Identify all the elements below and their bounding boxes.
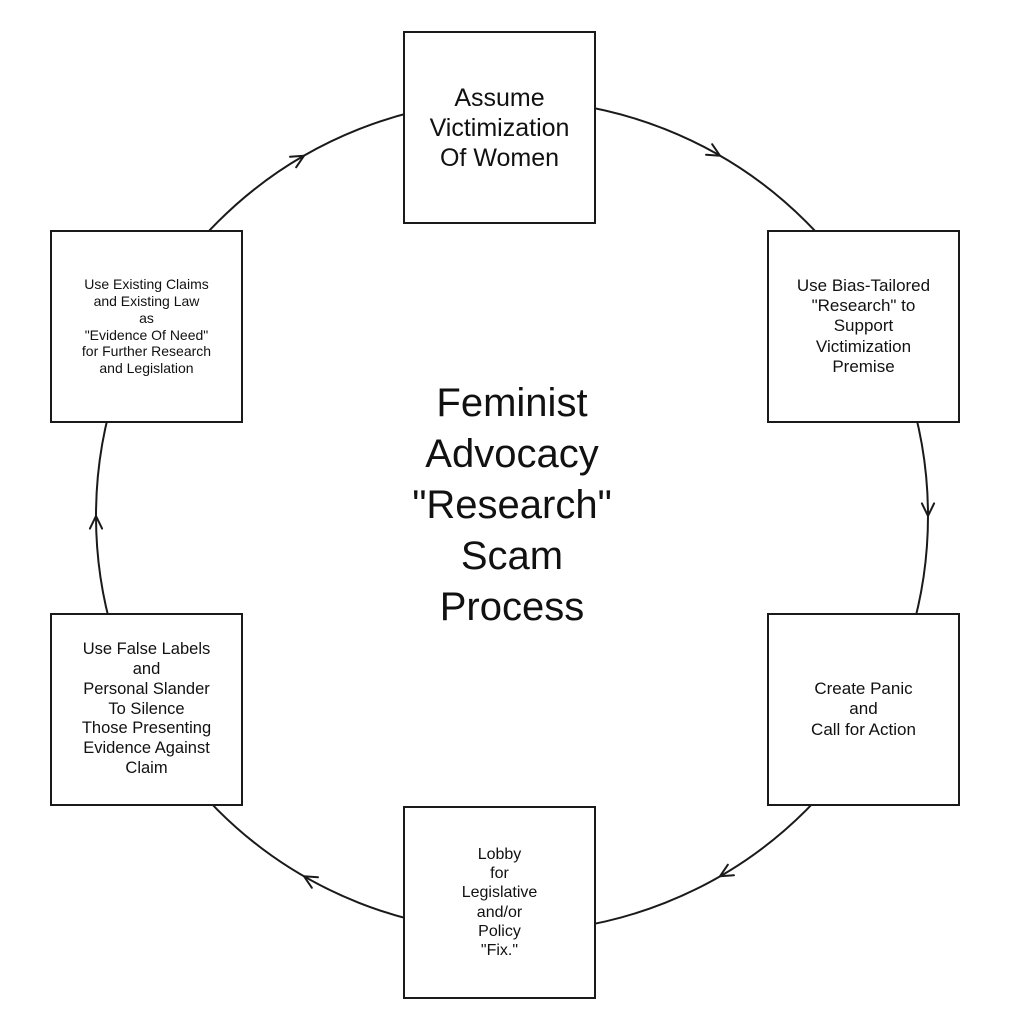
diagram-title: Feminist Advocacy "Research" Scam Proces… bbox=[412, 381, 612, 629]
arrow-4-to-5-arrowhead-icon bbox=[302, 875, 319, 889]
step-label: Assume Victimization Of Women bbox=[429, 83, 570, 172]
step-box-create-panic: Create Panic and Call for Action bbox=[767, 613, 960, 806]
step-box-existing-claims: Use Existing Claims and Existing Law as … bbox=[50, 230, 243, 423]
arrow-5-to-6-arrowhead-icon bbox=[88, 513, 104, 530]
step-label: Use Bias-Tailored "Research" to Support … bbox=[796, 275, 931, 377]
arrow-3-to-4-arrowhead-icon bbox=[718, 863, 735, 878]
step-label: Lobby for Legislative and/or Policy "Fix… bbox=[461, 845, 538, 959]
step-box-assume-victimization: Assume Victimization Of Women bbox=[403, 31, 596, 224]
arrow-6-to-1-arrowhead-icon bbox=[289, 154, 306, 169]
step-box-bias-tailored-research: Use Bias-Tailored "Research" to Support … bbox=[767, 230, 960, 423]
step-label: Use False Labels and Personal Slander To… bbox=[81, 640, 212, 777]
step-box-false-labels: Use False Labels and Personal Slander To… bbox=[50, 613, 243, 806]
step-label: Use Existing Claims and Existing Law as … bbox=[81, 276, 212, 377]
arrow-2-to-3-arrowhead-icon bbox=[920, 502, 936, 519]
arrow-1-to-2-arrowhead-icon bbox=[705, 143, 722, 157]
step-box-lobby-for-fix: Lobby for Legislative and/or Policy "Fix… bbox=[403, 806, 596, 999]
step-label: Create Panic and Call for Action bbox=[811, 678, 916, 739]
